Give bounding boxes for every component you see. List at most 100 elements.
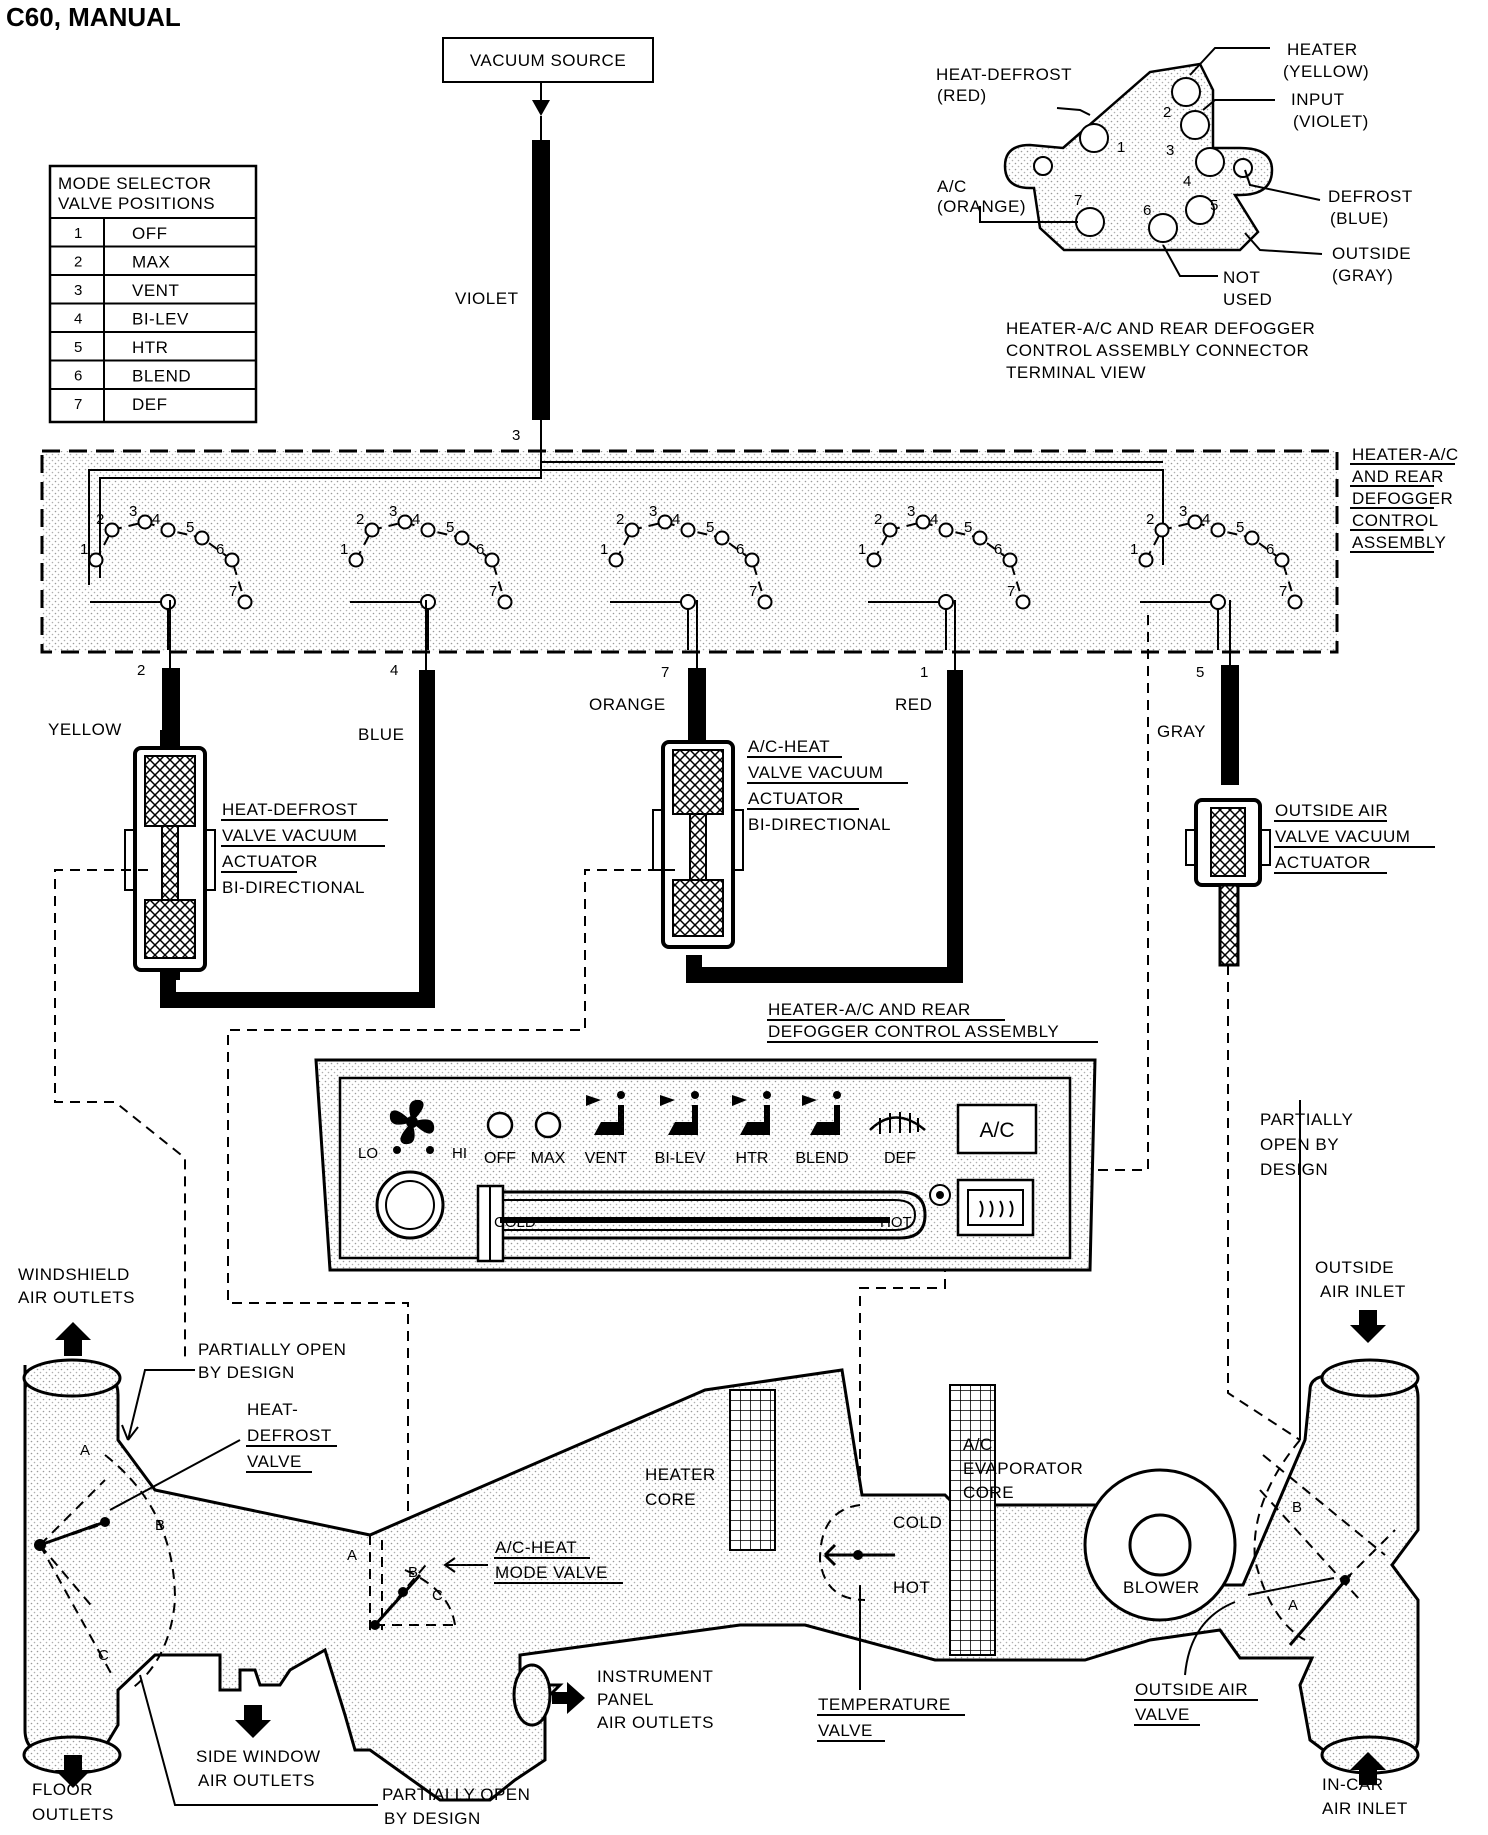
valve-port	[657, 514, 673, 530]
control-assembly-label: CONTROL	[1352, 511, 1439, 530]
connector-pin-number: 3	[1166, 142, 1174, 159]
mode-table-header-2: VALVE POSITIONS	[58, 194, 215, 213]
side-window-label-2: AIR OUTLETS	[198, 1771, 315, 1790]
valve-port	[624, 522, 640, 538]
blue-hose	[160, 670, 435, 1008]
windshield-arrow-icon	[55, 1322, 91, 1356]
in-car-label-1: IN-CAR	[1322, 1775, 1384, 1794]
valve-port	[1244, 530, 1260, 546]
connector-pin-number: 5	[1210, 197, 1218, 214]
temperature-valve	[818, 1504, 895, 1601]
mode-table-header-1: MODE SELECTOR	[58, 174, 212, 193]
floor-arrow-icon	[55, 1755, 91, 1788]
temp-cold-label: COLD	[494, 1214, 536, 1231]
connector-pin	[1180, 110, 1210, 140]
valve-port-number: 6	[476, 541, 484, 558]
mode-button-off[interactable]	[486, 1111, 514, 1139]
valve-port	[364, 522, 380, 538]
connector-pin	[1185, 195, 1215, 225]
valve-port	[866, 552, 882, 568]
valve-port-number: 4	[930, 511, 938, 528]
mode-button-vent[interactable]	[594, 1105, 624, 1135]
heat-defrost-term-color: (RED)	[937, 86, 987, 105]
valve-port	[757, 594, 773, 610]
mode-button-max[interactable]	[534, 1111, 562, 1139]
blue-label: BLUE	[358, 725, 404, 744]
ac-button-label: A/C	[979, 1119, 1014, 1142]
valve-port-number: 2	[874, 511, 882, 528]
mode-valve-a: A	[347, 1547, 357, 1564]
hd-actuator-line-4: BI-DIRECTIONAL	[222, 878, 365, 897]
mode-button-label: BI-LEV	[655, 1150, 706, 1167]
outside-term-label: OUTSIDE	[1332, 244, 1411, 263]
ac-term-color: (ORANGE)	[937, 197, 1026, 216]
temperature-slider[interactable]: COLD HOT	[476, 1184, 927, 1263]
valve-port	[882, 522, 898, 538]
valve-port-number: 6	[736, 541, 744, 558]
valve-port-number: 7	[1279, 583, 1287, 600]
partially-open-right-3: DESIGN	[1260, 1160, 1328, 1179]
valve-port-number: 3	[649, 503, 657, 520]
valve-port	[420, 522, 436, 538]
heat-defrost-actuator: HEAT-DEFROST VALVE VACUUM ACTUATOR BI-DI…	[124, 730, 388, 980]
fan-hi-label: HI	[452, 1145, 467, 1162]
input-term-color: (VIOLET)	[1293, 112, 1369, 131]
fan-lo-label: LO	[358, 1145, 378, 1162]
mode-button-blend[interactable]	[810, 1105, 840, 1135]
heater-term-color: (YELLOW)	[1283, 62, 1369, 81]
mode-table-mode: VENT	[132, 281, 179, 300]
ac-heat-actuator: A/C-HEAT VALVE VACUUM ACTUATOR BI-DIRECT…	[652, 737, 908, 949]
rear-defog-button[interactable]	[956, 1178, 1035, 1237]
mode-button-label: HTR	[736, 1150, 769, 1167]
ac-heat-mode-label-1: A/C-HEAT	[495, 1538, 577, 1557]
connector-caption-2: CONTROL ASSEMBLY CONNECTOR	[1006, 341, 1309, 360]
valve-port	[1210, 522, 1226, 538]
connector-pin-number: 4	[1183, 173, 1191, 190]
partially-open-right-2: OPEN BY	[1260, 1135, 1339, 1154]
connector-pin	[1079, 123, 1109, 153]
mode-valve-c: C	[432, 1587, 443, 1604]
valve-port	[397, 514, 413, 530]
ac-term-label: A/C	[937, 177, 967, 196]
valve-port	[938, 522, 954, 538]
orange-number: 7	[661, 664, 669, 681]
outside-inlet-label-2: AIR INLET	[1320, 1282, 1406, 1301]
mode-table-mode: BI-LEV	[132, 310, 189, 329]
outside-air-actuator: OUTSIDE AIR VALVE VACUUM ACTUATOR	[1185, 798, 1435, 967]
red-hose	[686, 670, 963, 983]
valve-port	[1287, 594, 1303, 610]
connector-pin-number: 2	[1163, 104, 1171, 121]
mode-button-bilev[interactable]	[668, 1105, 698, 1135]
valve-port-number: 5	[446, 519, 454, 536]
partially-open-top-2: BY DESIGN	[198, 1363, 295, 1382]
rear-defog-icon	[869, 1112, 926, 1134]
valve-port-number: 6	[216, 541, 224, 558]
valve-port-number: 7	[229, 583, 237, 600]
oa-actuator-line-1: OUTSIDE AIR	[1275, 801, 1388, 820]
mode-button-htr[interactable]	[740, 1105, 770, 1135]
mode-table-mode: DEF	[132, 395, 168, 414]
valve-port-number: 2	[616, 511, 624, 528]
connector-pin-number: 6	[1143, 202, 1151, 219]
red-number: 1	[920, 664, 928, 681]
mode-table-number: 3	[74, 282, 82, 299]
hd-valve-a: A	[80, 1442, 90, 1459]
mode-table-number: 5	[74, 339, 82, 356]
valve-port	[348, 552, 364, 568]
valve-port	[972, 530, 988, 546]
floor-label-2: OUTLETS	[32, 1805, 114, 1824]
outside-term-color: (GRAY)	[1332, 266, 1393, 285]
vacuum-source-label: VACUUM SOURCE	[470, 51, 626, 70]
oa-valve-label-1: OUTSIDE AIR	[1135, 1680, 1248, 1699]
instrument-panel-label-3: AIR OUTLETS	[597, 1713, 714, 1732]
hd-valve-b: B	[155, 1517, 165, 1534]
heat-defrost-valve	[34, 1454, 177, 1691]
valve-port-number: 6	[1266, 541, 1274, 558]
instrument-panel-arrow-icon	[552, 1680, 585, 1716]
yellow-number: 2	[137, 662, 145, 679]
valve-port	[137, 514, 153, 530]
ac-button[interactable]	[956, 1103, 1038, 1155]
hd-actuator-line-3: ACTUATOR	[222, 852, 318, 871]
